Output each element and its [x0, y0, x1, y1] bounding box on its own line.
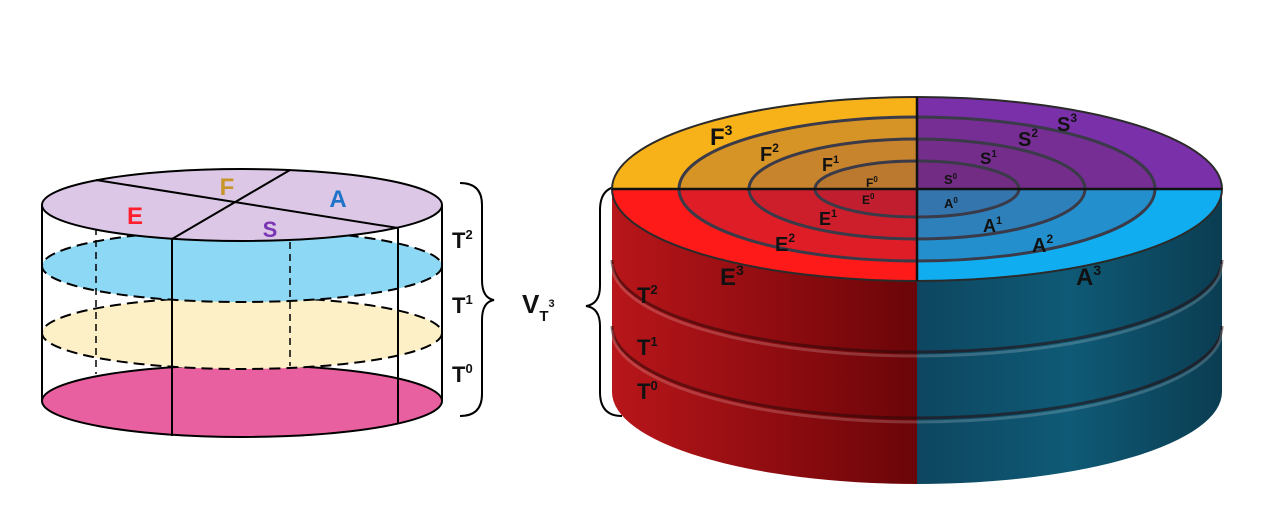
layer-separator-2-highlight [610, 329, 1224, 424]
disk-top [611, 96, 1223, 282]
level-label-t0: T0 [452, 361, 473, 387]
ring-label-s3: S3 [1057, 111, 1077, 136]
ring-label-a0: A0 [944, 196, 958, 211]
ring-label-e3: E3 [720, 262, 744, 291]
ring-label-s0: S0 [944, 172, 958, 187]
top-label-e: E [127, 203, 143, 230]
ring-label-f2: F2 [760, 141, 779, 166]
cylinder-top-ellipse [41, 168, 443, 242]
right-disk: F0 F1 F2 F3 S0 S1 S2 S3 E0 E1 E2 E3 A0 A… [585, 96, 1224, 484]
disk-side-left [612, 189, 917, 484]
ring-label-s1: S1 [980, 149, 997, 168]
disk-side-right [917, 189, 1222, 484]
right-brace [585, 185, 623, 417]
level1-ellipse [41, 296, 443, 370]
layer-separator-1-highlight [610, 263, 1224, 358]
ring-label-e0: E0 [862, 192, 875, 207]
volume-label: VT3 [522, 289, 555, 325]
ring-label-s2: S2 [1018, 126, 1038, 151]
top-label-s: S [263, 217, 278, 242]
top-divider-line-2 [171, 169, 291, 240]
top-divider-line-1 [95, 179, 399, 229]
left-cylinder: E F A S T2 T1 T0 [41, 168, 495, 438]
ring-label-a3: A3 [1076, 262, 1101, 291]
cylinder-base-ellipse [41, 364, 443, 438]
level-label-t2: T2 [452, 227, 473, 253]
layer-label-t2: T2 [637, 282, 658, 308]
ring-label-e1: E1 [819, 208, 837, 229]
layer-separator-2 [610, 325, 1224, 420]
left-brace [459, 182, 495, 417]
ring-label-a1: A1 [983, 215, 1002, 236]
layer-separator-1 [610, 259, 1224, 354]
layer-label-t0: T0 [637, 378, 658, 404]
ring-label-a2: A2 [1032, 232, 1053, 257]
ring-label-f0: F0 [866, 175, 878, 190]
top-label-f: F [220, 174, 235, 201]
layer-label-t1: T1 [637, 334, 658, 360]
ring-label-f1: F1 [822, 154, 839, 175]
ring-label-e2: E2 [775, 231, 795, 256]
ring-label-f3: F3 [710, 122, 733, 151]
top-label-a: A [329, 186, 346, 213]
level-label-t1: T1 [452, 292, 473, 318]
